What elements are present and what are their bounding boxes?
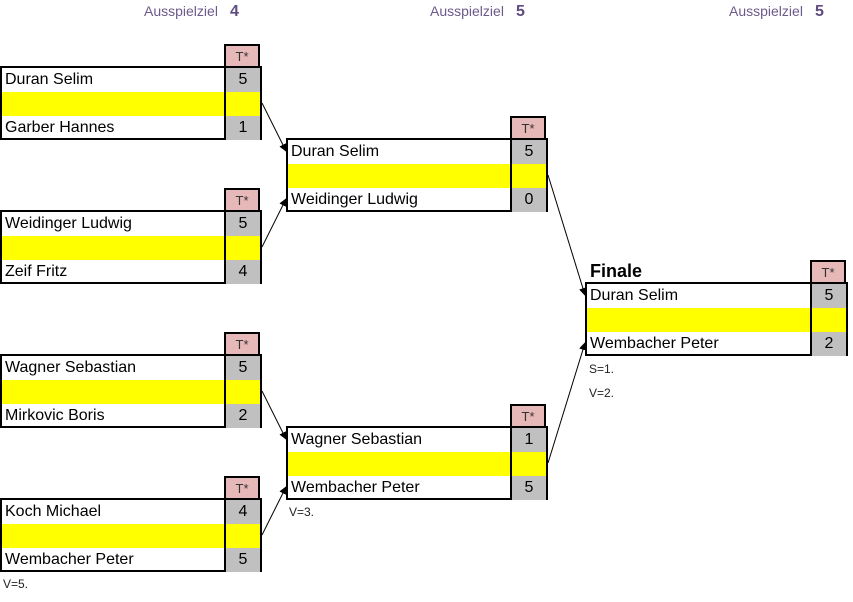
player-row: Weidinger Ludwig 0 — [288, 188, 546, 212]
t-star-header: T* — [510, 404, 546, 426]
player-row: Wagner Sebastian 5 — [2, 356, 260, 380]
highlight-row — [288, 452, 546, 476]
player-score: 4 — [224, 260, 260, 284]
player-score: 2 — [224, 404, 260, 428]
player-row: Weidinger Ludwig 5 — [2, 212, 260, 236]
match-note: V=5. — [3, 577, 29, 591]
player-score: 2 — [810, 332, 846, 356]
player-row: Wagner Sebastian 1 — [288, 428, 546, 452]
highlight-row — [2, 236, 260, 260]
match-r2-2: Wagner Sebastian 1 Wembacher Peter 5 — [286, 426, 548, 500]
player-row: Wembacher Peter 5 — [288, 476, 546, 500]
connector-line — [261, 102, 287, 152]
loser-note: V=2. — [589, 386, 615, 400]
player-row: Koch Michael 4 — [2, 500, 260, 524]
connector-line — [547, 174, 587, 296]
player-score: 5 — [224, 548, 260, 572]
player-score: 5 — [224, 356, 260, 380]
player-name: Duran Selim — [291, 143, 380, 160]
connector-line — [261, 198, 287, 248]
player-row: Zeif Fritz 4 — [2, 260, 260, 284]
player-row: Garber Hannes 1 — [2, 116, 260, 140]
player-score: 1 — [510, 428, 546, 452]
player-name: Wembacher Peter — [5, 551, 134, 568]
player-row: Mirkovic Boris 2 — [2, 404, 260, 428]
player-row: Duran Selim 5 — [2, 68, 260, 92]
player-name: Weidinger Ludwig — [5, 215, 132, 232]
player-score: 5 — [810, 284, 846, 308]
player-name: Duran Selim — [590, 287, 679, 304]
player-score: 5 — [224, 68, 260, 92]
player-score: 5 — [224, 212, 260, 236]
player-name: Mirkovic Boris — [5, 407, 105, 424]
player-name: Koch Michael — [5, 503, 102, 520]
player-score: 5 — [510, 140, 546, 164]
highlight-row — [587, 308, 846, 332]
player-row: Duran Selim 5 — [587, 284, 846, 308]
match-r2-1: Duran Selim 5 Weidinger Ludwig 0 — [286, 138, 548, 212]
final-header: Ausspielziel 5 — [729, 3, 824, 21]
player-name: Wagner Sebastian — [291, 431, 423, 448]
t-star-header: T* — [810, 260, 846, 282]
player-score: 4 — [224, 500, 260, 524]
t-star-header: T* — [224, 476, 260, 498]
player-name: Garber Hannes — [5, 119, 115, 136]
t-star-header: T* — [224, 188, 260, 210]
connector-line — [261, 390, 287, 440]
player-row: Duran Selim 5 — [288, 140, 546, 164]
ausspielziel-label: Ausspielziel — [729, 3, 803, 19]
match-r1-4: Koch Michael 4 Wembacher Peter 5 — [0, 498, 262, 572]
t-star-header: T* — [224, 332, 260, 354]
player-name: Zeif Fritz — [5, 263, 68, 280]
final-title: Finale — [590, 261, 643, 281]
ausspielziel-label: Ausspielziel — [144, 3, 218, 19]
t-star-header: T* — [510, 116, 546, 138]
player-name: Wagner Sebastian — [5, 359, 137, 376]
match-final: Duran Selim 5 Wembacher Peter 2 — [585, 282, 848, 356]
highlight-row — [2, 92, 260, 116]
winner-note: S=1. — [589, 362, 615, 376]
ausspielziel-value: 5 — [515, 3, 525, 20]
ausspielziel-value: 4 — [229, 3, 239, 20]
match-r1-1: Duran Selim 5 Garber Hannes 1 — [0, 66, 262, 140]
match-note: V=3. — [289, 505, 315, 519]
round2-header: Ausspielziel 5 — [430, 3, 525, 21]
player-score: 0 — [510, 188, 546, 212]
ausspielziel-label: Ausspielziel — [430, 3, 504, 19]
player-name: Wembacher Peter — [590, 335, 719, 352]
player-score: 5 — [510, 476, 546, 500]
player-name: Wembacher Peter — [291, 479, 420, 496]
highlight-row — [288, 164, 546, 188]
match-r1-3: Wagner Sebastian 5 Mirkovic Boris 2 — [0, 354, 262, 428]
highlight-row — [2, 524, 260, 548]
t-star-header: T* — [224, 44, 260, 66]
player-name: Weidinger Ludwig — [291, 191, 418, 208]
round1-header: Ausspielziel 4 — [144, 3, 239, 21]
highlight-row — [2, 380, 260, 404]
player-row: Wembacher Peter 5 — [2, 548, 260, 572]
connector-line — [547, 342, 587, 464]
player-score: 1 — [224, 116, 260, 140]
player-name: Duran Selim — [5, 71, 94, 88]
match-r1-2: Weidinger Ludwig 5 Zeif Fritz 4 — [0, 210, 262, 284]
ausspielziel-value: 5 — [814, 3, 824, 20]
connector-line — [261, 486, 287, 536]
player-row: Wembacher Peter 2 — [587, 332, 846, 356]
